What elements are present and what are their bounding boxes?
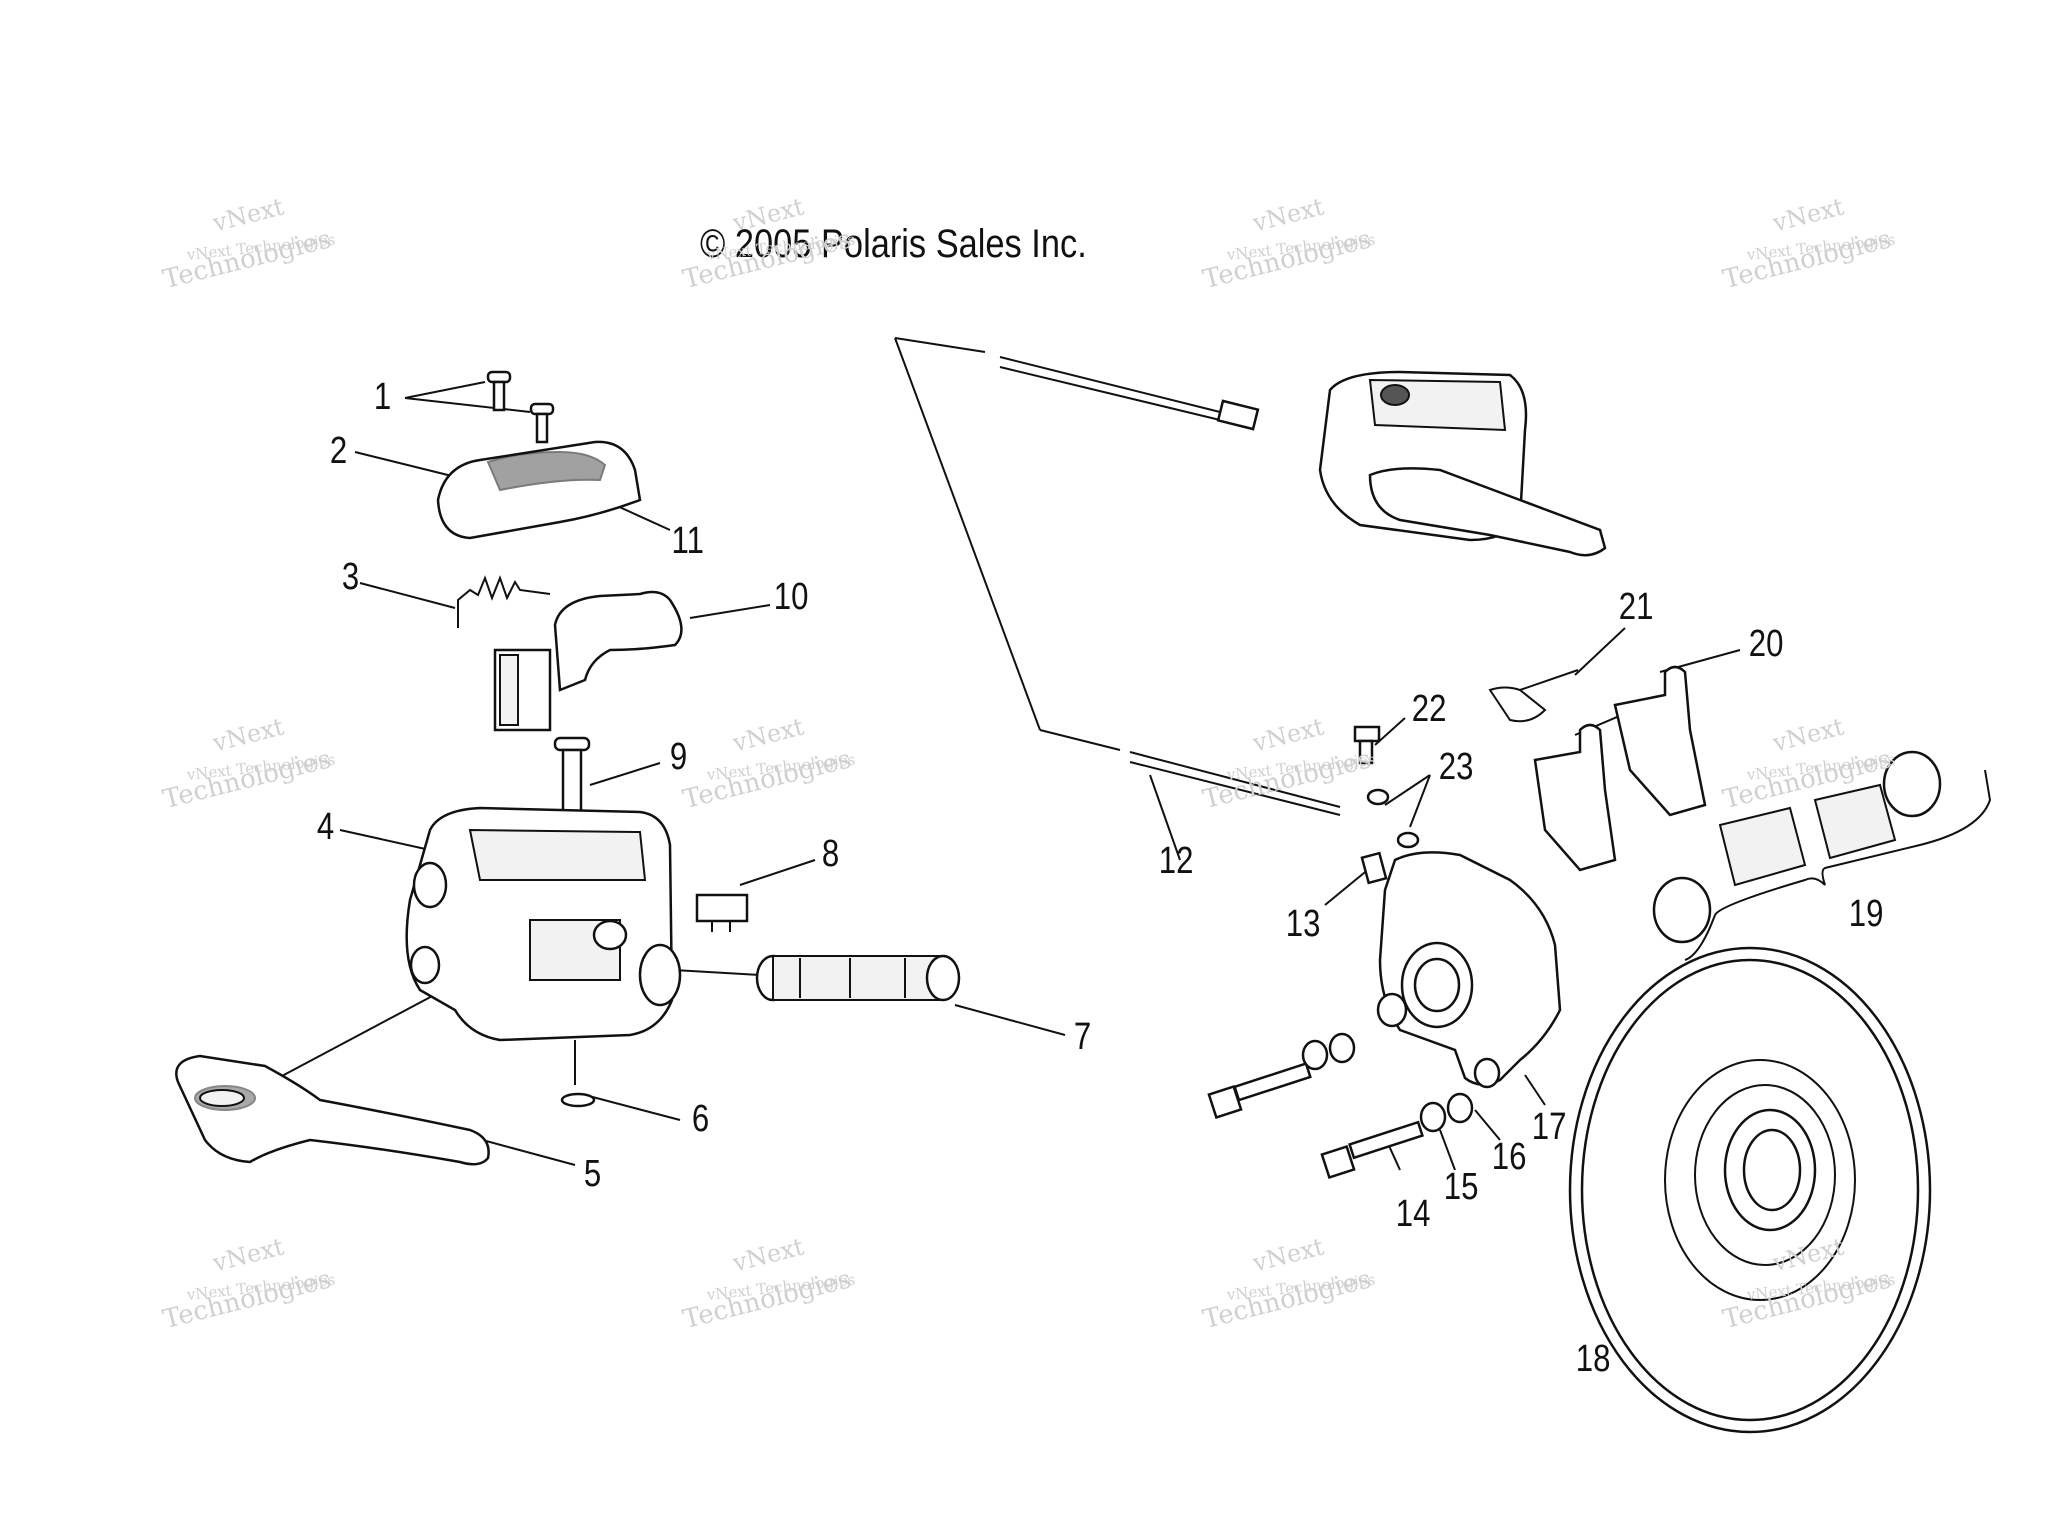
callout-7: 7 (1073, 1016, 1092, 1058)
spring-part-3 (457, 575, 551, 628)
callout-21: 21 (1618, 586, 1654, 628)
callout-6: 6 (691, 1098, 710, 1140)
hose-segment (999, 356, 1221, 413)
callout-2: 2 (329, 430, 348, 472)
callout-4: 4 (316, 806, 335, 848)
callout-16: 16 (1491, 1136, 1527, 1178)
callout-12: 12 (1158, 840, 1194, 882)
caliper-part-17 (1360, 851, 1562, 1089)
leader-23b (1409, 774, 1431, 828)
callout-5: 5 (583, 1153, 602, 1195)
leader-10 (689, 604, 771, 619)
pivot-pin-part-9 (553, 736, 591, 822)
callout-18: 18 (1575, 1338, 1611, 1380)
leader-13 (1324, 867, 1371, 906)
bleeder-part-22 (1353, 725, 1381, 765)
brake-pads-part-20 (1533, 665, 1707, 872)
lever-part-5 (175, 1054, 490, 1166)
callout-23: 23 (1438, 746, 1474, 788)
callout-19: 19 (1848, 893, 1884, 935)
callout-14: 14 (1395, 1193, 1431, 1235)
leader-7 (954, 1004, 1066, 1036)
callout-15: 15 (1443, 1166, 1479, 1208)
callout-13: 13 (1285, 903, 1321, 945)
callout-17: 17 (1531, 1106, 1567, 1148)
callout-8: 8 (821, 833, 840, 875)
leader-2 (354, 451, 461, 479)
hose-fitting (1216, 399, 1260, 431)
master-cylinder-part-4 (405, 806, 682, 1042)
hose-segment (894, 337, 986, 353)
piston-part-7 (755, 954, 961, 1002)
hose-segment (1129, 761, 1341, 816)
clip-part-6 (560, 1092, 596, 1108)
leader-17 (1524, 1074, 1546, 1106)
leader-5 (474, 1137, 576, 1166)
leader-16 (1474, 1109, 1501, 1141)
bolt-washer-set-lower (1320, 1092, 1474, 1180)
hose-segment (894, 337, 1041, 731)
bolt-washer-set-upper (1207, 1032, 1356, 1120)
callout-10: 10 (773, 576, 809, 618)
leader-1a (404, 381, 486, 399)
callout-1: 1 (373, 376, 392, 418)
leader-3 (359, 582, 456, 609)
brake-disc-part-18 (1568, 946, 1932, 1434)
leader-8 (739, 859, 816, 886)
brake-switch-part-8 (695, 893, 749, 932)
reservoir-cover-part-2 (436, 440, 642, 540)
leader-6 (584, 1094, 681, 1121)
leader-1b (404, 397, 531, 413)
callout-9: 9 (669, 736, 688, 778)
leader-23a (1384, 774, 1431, 806)
callout-22: 22 (1411, 688, 1447, 730)
handlebar-assembly (1318, 370, 1607, 557)
leader-9 (589, 762, 661, 786)
leader-15 (1439, 1129, 1456, 1171)
hose-segment (999, 366, 1221, 421)
leader-4 (339, 829, 431, 851)
hose-segment (1039, 729, 1121, 751)
screws-part-1 (486, 370, 555, 444)
lever-pivot-part-10 (493, 590, 683, 732)
washers-part-23 (1366, 788, 1420, 849)
pistons-part-19 (1652, 750, 1992, 961)
copyright-text: © 2005 Polaris Sales Inc. (700, 222, 1087, 266)
clip-pin-part-21 (1488, 669, 1579, 723)
leader-11 (614, 504, 671, 531)
callout-20: 20 (1748, 623, 1784, 665)
leader-12 (1149, 774, 1181, 861)
hose-segment (1129, 751, 1341, 808)
leader-21 (1574, 627, 1626, 676)
callout-3: 3 (341, 556, 360, 598)
callout-11: 11 (671, 520, 704, 562)
brake-hose (894, 337, 1341, 816)
